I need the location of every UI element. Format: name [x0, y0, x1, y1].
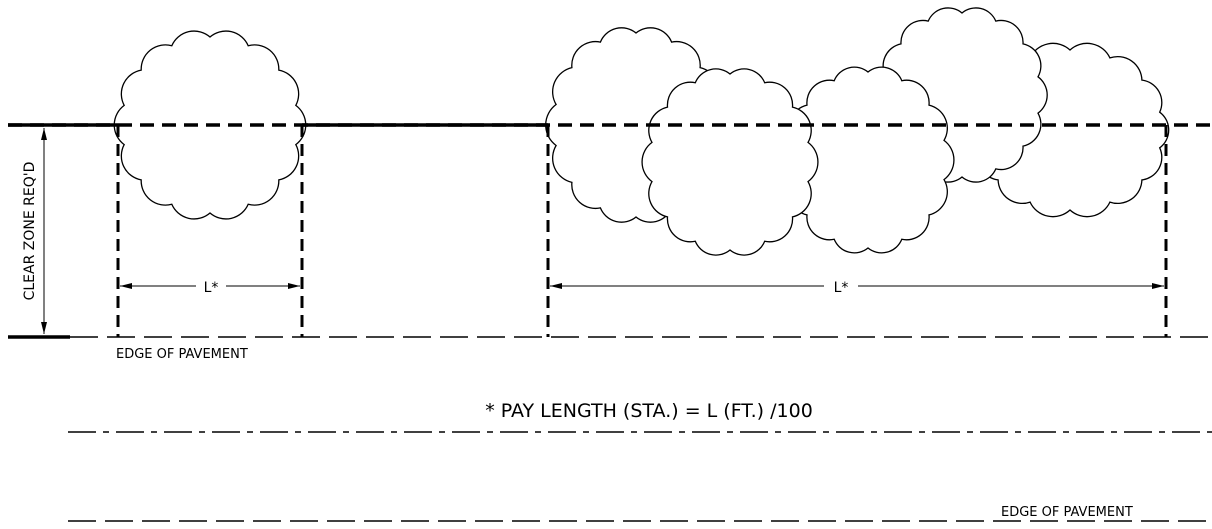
- edge-of-pavement-label-bottom: EDGE OF PAVEMENT: [1001, 505, 1133, 520]
- tree-canopy: [641, 68, 819, 256]
- tree-canopies: [113, 7, 1170, 256]
- pay-length-note: * PAY LENGTH (STA.) = L (FT.) /100: [485, 400, 813, 422]
- clear-zone-label: CLEAR ZONE REQ'D: [22, 162, 38, 301]
- edge-of-pavement-label-top: EDGE OF PAVEMENT: [116, 347, 248, 362]
- width-label-right: L*: [834, 280, 849, 296]
- width-label-left: L*: [204, 280, 219, 296]
